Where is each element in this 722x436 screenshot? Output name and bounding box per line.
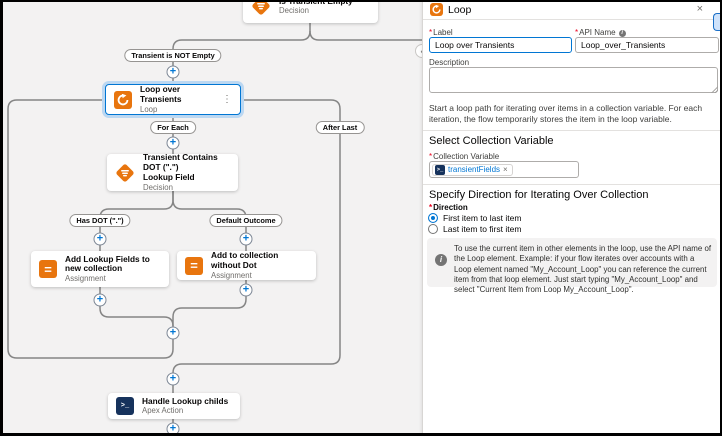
radio-last-to-first[interactable] bbox=[428, 224, 438, 234]
collection-variable-pill[interactable]: >_ transientFields × bbox=[432, 163, 513, 176]
node-transient-contains-dot[interactable]: Transient Contains DOT (".") Lookup Fiel… bbox=[107, 152, 238, 192]
apex-variable-icon: >_ bbox=[435, 164, 445, 175]
node-title: Is Transient Empty bbox=[279, 0, 353, 6]
outcome-label-default-outcome: Default Outcome bbox=[209, 214, 283, 227]
loop-help-text: Start a loop path for iterating over ite… bbox=[429, 103, 703, 124]
collection-variable-label: *Collection Variable bbox=[429, 152, 500, 161]
node-title-line2: Lookup Field bbox=[143, 171, 195, 182]
divider bbox=[423, 130, 720, 131]
panel-title: Loop bbox=[448, 4, 472, 16]
assignment-icon: = bbox=[185, 256, 203, 275]
description-textarea[interactable] bbox=[429, 67, 718, 93]
decision-icon bbox=[116, 163, 134, 182]
add-element-button[interactable]: + bbox=[166, 372, 180, 386]
description-field-label: Description bbox=[429, 58, 470, 67]
loop-info-text: To use the current item in other element… bbox=[454, 244, 712, 295]
radio-first-to-last[interactable] bbox=[428, 213, 438, 223]
node-title: Loop over Transients bbox=[140, 84, 182, 104]
screen-border bbox=[0, 433, 722, 436]
add-element-button[interactable]: + bbox=[93, 232, 107, 246]
radio-first-to-last-label: First item to last item bbox=[443, 213, 522, 223]
add-element-button[interactable]: + bbox=[166, 65, 180, 79]
node-title: Add to collection without Dot bbox=[211, 250, 279, 270]
label-input[interactable] bbox=[429, 37, 572, 53]
path-label-for-each: For Each bbox=[150, 121, 196, 134]
add-element-button[interactable]: + bbox=[93, 293, 107, 307]
add-element-button[interactable]: + bbox=[166, 136, 180, 150]
add-element-button[interactable]: + bbox=[239, 283, 253, 297]
screen-border bbox=[720, 0, 722, 436]
node-subtitle: Apex Action bbox=[142, 406, 184, 416]
screen-border bbox=[0, 0, 3, 436]
node-title: Handle Lookup childs bbox=[142, 395, 229, 406]
info-icon: i bbox=[618, 30, 626, 37]
loop-icon bbox=[430, 3, 443, 16]
info-icon: i bbox=[435, 254, 447, 266]
pill-label: transientFields bbox=[448, 165, 501, 174]
node-title: Add Lookup Fields to new collection bbox=[65, 253, 150, 274]
collection-variable-combobox[interactable]: >_ transientFields × bbox=[429, 161, 579, 178]
panel-header: Loop × bbox=[423, 0, 720, 20]
node-subtitle: Loop bbox=[140, 104, 158, 114]
assignment-icon: = bbox=[39, 260, 57, 278]
outcome-label-transient-not-empty: Transient is NOT Empty bbox=[124, 49, 222, 62]
outcome-label-has-dot: Has DOT (".") bbox=[69, 214, 131, 227]
radio-last-to-first-label: Last item to first item bbox=[443, 224, 522, 234]
node-subtitle: Decision bbox=[143, 182, 173, 192]
node-add-lookup-fields[interactable]: = Add Lookup Fields to new collection As… bbox=[31, 251, 169, 287]
loop-info-box: i To use the current item in other eleme… bbox=[427, 238, 717, 294]
api-name-input[interactable] bbox=[575, 37, 719, 53]
decision-icon bbox=[252, 0, 270, 15]
direction-section-heading: Specify Direction for Iterating Over Col… bbox=[429, 189, 649, 201]
apex-action-icon: >_ bbox=[116, 397, 134, 415]
close-icon[interactable]: × bbox=[696, 3, 703, 15]
node-menu-icon[interactable]: ⋮ bbox=[222, 93, 232, 105]
add-element-button[interactable]: + bbox=[166, 326, 180, 340]
direction-field-label: *Direction bbox=[429, 203, 468, 212]
path-label-after-last: After Last bbox=[315, 121, 365, 134]
screen-border bbox=[0, 0, 722, 2]
flow-canvas[interactable]: Is Transient Empty Decision Loop over Tr… bbox=[0, 0, 429, 436]
docked-panel-button[interactable] bbox=[713, 13, 721, 31]
collection-section-heading: Select Collection Variable bbox=[429, 135, 554, 147]
node-add-to-collection-without-dot[interactable]: = Add to collection without Dot Assignme… bbox=[177, 250, 316, 280]
remove-pill-icon[interactable]: × bbox=[503, 165, 508, 174]
resize-handle[interactable] bbox=[711, 86, 718, 93]
node-title-line1: Transient Contains DOT (".") bbox=[143, 152, 218, 173]
add-element-button[interactable]: + bbox=[239, 232, 253, 246]
node-subtitle: Decision bbox=[279, 6, 309, 16]
node-subtitle: Assignment bbox=[65, 274, 106, 284]
loop-icon bbox=[114, 90, 132, 109]
node-loop-over-transients[interactable]: Loop over Transients Loop ⋮ bbox=[105, 84, 241, 115]
node-handle-lookup-childs[interactable]: >_ Handle Lookup childs Apex Action bbox=[108, 393, 240, 419]
node-subtitle: Assignment bbox=[211, 270, 252, 280]
label-field-label: *Label bbox=[429, 28, 453, 37]
divider bbox=[423, 184, 720, 185]
node-is-transient-empty[interactable]: Is Transient Empty Decision bbox=[243, 0, 378, 23]
